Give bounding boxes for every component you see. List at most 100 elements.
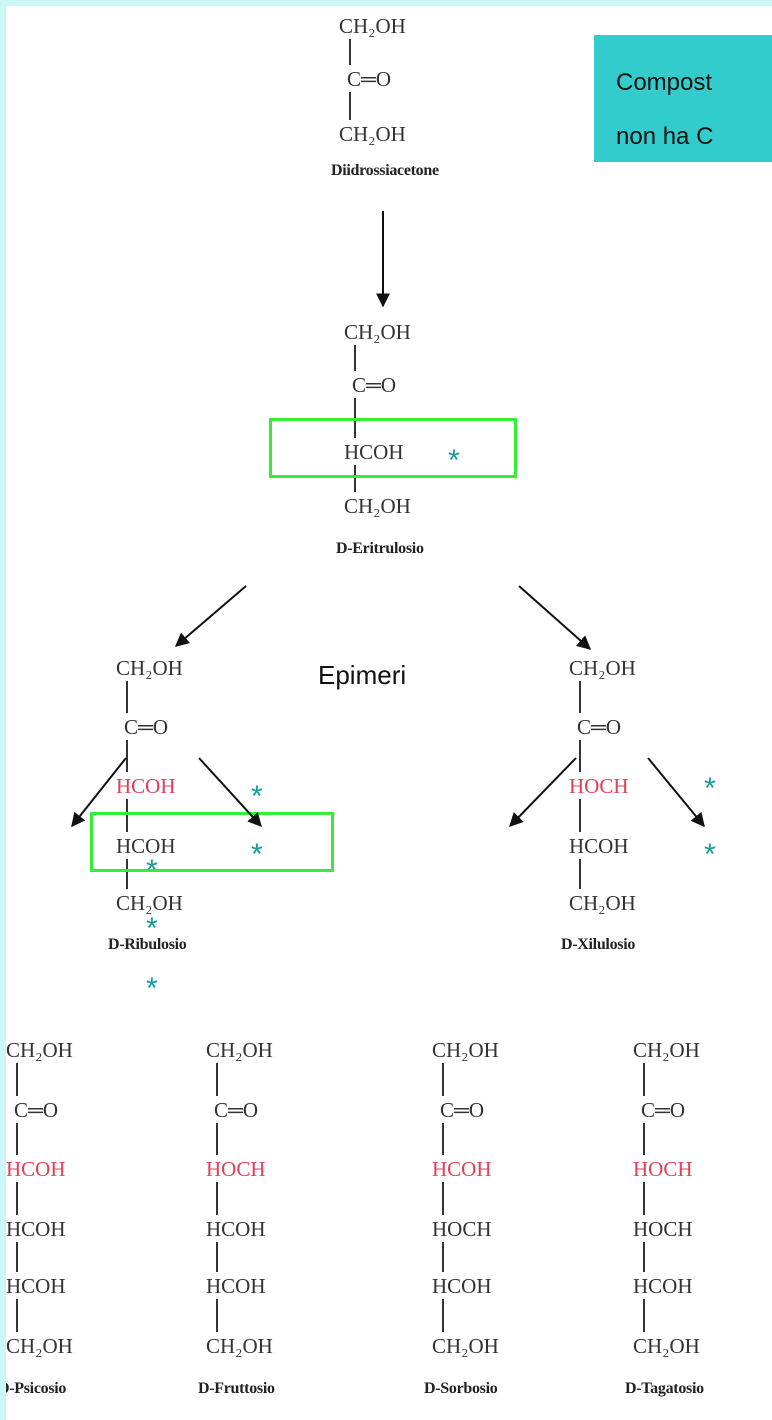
chiral-star-4: * xyxy=(704,838,716,871)
fruttosio-bond-0 xyxy=(216,1063,218,1096)
xilulosio-group-3: HCOH xyxy=(569,834,629,858)
psicosio-bond-2 xyxy=(16,1182,18,1215)
tagatosio-name-label: D-Tagatosio xyxy=(625,1380,704,1397)
chiral-star-0: * xyxy=(448,444,460,477)
ribulosio-group-2: HCOH xyxy=(116,774,176,798)
chiral-star-7: * xyxy=(146,972,158,1005)
tagatosio-group-2: HOCH xyxy=(633,1157,693,1181)
eritrulosio-name-label: D-Eritrulosio xyxy=(336,540,424,557)
diidrossiacetone-group-1: C═O xyxy=(347,67,392,91)
psicosio-group-4: HCOH xyxy=(6,1274,66,1298)
ribulosio-bond-2 xyxy=(126,799,128,832)
note-box: Compost non ha C xyxy=(594,35,772,162)
reaction-arrows xyxy=(71,211,705,828)
tagatosio-group-3: HOCH xyxy=(633,1217,693,1241)
ribulosio-group-1: C═O xyxy=(124,715,169,739)
chiral-star-6: * xyxy=(146,912,158,945)
fruttosio-group-0: CH₂OH xyxy=(206,1038,273,1062)
diidrossiacetone-name-label: Diidrossiacetone xyxy=(331,162,439,179)
sorbosio-name-label: D-Sorbosio xyxy=(424,1380,498,1397)
eritrulosio-group-1: C═O xyxy=(352,373,397,397)
sorbosio-bond-3 xyxy=(442,1242,444,1272)
chiral-star-2: * xyxy=(251,838,263,871)
arrow-3 xyxy=(71,757,127,828)
xilulosio-bond-1 xyxy=(579,740,581,772)
fruttosio-group-5: CH₂OH xyxy=(206,1334,273,1358)
psicosio-group-0: CH₂OH xyxy=(6,1038,73,1062)
fruttosio-bond-1 xyxy=(216,1123,218,1155)
note-line-2: non ha C xyxy=(616,123,714,150)
fruttosio-bond-2 xyxy=(216,1182,218,1215)
epimeri-label: Epimeri xyxy=(318,660,407,690)
fruttosio-bond-4 xyxy=(216,1299,218,1332)
tagatosio-bond-0 xyxy=(643,1063,645,1096)
xilulosio-name-label: D-Xilulosio xyxy=(561,936,636,953)
chiral-star-1: * xyxy=(251,780,263,813)
tagatosio-group-5: CH₂OH xyxy=(633,1334,700,1358)
ribulosio-group-3: HCOH xyxy=(116,834,176,858)
psicosio-bond-4 xyxy=(16,1299,18,1332)
tagatosio-bond-4 xyxy=(643,1299,645,1332)
eritrulosio-group-3: CH₂OH xyxy=(344,494,411,518)
chiral-star-3: * xyxy=(704,772,716,805)
diidrossiacetone-group-2: CH₂OH xyxy=(339,122,406,146)
tagatosio-bond-2 xyxy=(643,1182,645,1215)
fruttosio-group-1: C═O xyxy=(214,1098,259,1122)
sorbosio-bond-2 xyxy=(442,1182,444,1215)
ribulosio-name-label: D-Ribulosio xyxy=(108,936,187,953)
psicosio-bond-1 xyxy=(16,1123,18,1155)
sorbosio-group-1: C═O xyxy=(440,1098,485,1122)
fruttosio-bond-3 xyxy=(216,1242,218,1272)
sorbosio-group-5: CH₂OH xyxy=(432,1334,499,1358)
chiral-highlight-box-1 xyxy=(90,812,334,872)
fruttosio-group-2: HOCH xyxy=(206,1157,266,1181)
arrow-2 xyxy=(518,585,592,650)
diidrossiacetone-bond-0 xyxy=(349,39,351,65)
sorbosio-bond-4 xyxy=(442,1299,444,1332)
diidrossiacetone-bond-1 xyxy=(349,92,351,120)
xilulosio-bond-2 xyxy=(579,799,581,832)
fruttosio-name-label: D-Fruttosio xyxy=(198,1380,275,1397)
ribulosio-bond-3 xyxy=(126,859,128,889)
xilulosio-group-0: CH₂OH xyxy=(569,656,636,680)
xilulosio-bond-3 xyxy=(579,859,581,889)
arrow-4 xyxy=(198,757,262,828)
ribulosio-bond-0 xyxy=(126,681,128,713)
eritrulosio-bond-0 xyxy=(354,345,356,371)
psicosio-group-2: HCOH xyxy=(6,1157,66,1181)
arrow-6 xyxy=(647,757,705,828)
xilulosio-group-2: HOCH xyxy=(569,774,629,798)
chiral-highlight-box-0 xyxy=(269,418,517,478)
sorbosio-group-3: HOCH xyxy=(432,1217,492,1241)
psicosio-bond-3 xyxy=(16,1242,18,1272)
arrow-1 xyxy=(174,585,247,647)
sorbosio-bond-1 xyxy=(442,1123,444,1155)
sorbosio-group-2: HCOH xyxy=(432,1157,492,1181)
psicosio-group-3: HCOH xyxy=(6,1217,66,1241)
eritrulosio-group-2: HCOH xyxy=(344,440,404,464)
ribulosio-group-4: CH₂OH xyxy=(116,891,183,915)
fruttosio-group-4: HCOH xyxy=(206,1274,266,1298)
tagatosio-group-0: CH₂OH xyxy=(633,1038,700,1062)
note-line-1: Compost xyxy=(616,69,713,96)
sorbosio-bond-0 xyxy=(442,1063,444,1096)
xilulosio-bond-0 xyxy=(579,681,581,713)
tagatosio-bond-1 xyxy=(643,1123,645,1155)
fruttosio-group-3: HCOH xyxy=(206,1217,266,1241)
eritrulosio-group-0: CH₂OH xyxy=(344,320,411,344)
psicosio-group-5: CH₂OH xyxy=(6,1334,73,1358)
xilulosio-group-1: C═O xyxy=(577,715,622,739)
ribulosio-bond-1 xyxy=(126,740,128,772)
tagatosio-group-1: C═O xyxy=(641,1098,686,1122)
tagatosio-group-4: HCOH xyxy=(633,1274,693,1298)
arrow-5 xyxy=(509,757,577,828)
diidrossiacetone-group-0: CH₂OH xyxy=(339,14,406,38)
eritrulosio-bond-2 xyxy=(354,465,356,492)
psicosio-group-1: C═O xyxy=(14,1098,59,1122)
psicosio-name-label: D-Psicosio xyxy=(6,1380,67,1397)
sorbosio-group-0: CH₂OH xyxy=(432,1038,499,1062)
tagatosio-bond-3 xyxy=(643,1242,645,1272)
xilulosio-group-4: CH₂OH xyxy=(569,891,636,915)
psicosio-bond-0 xyxy=(16,1063,18,1096)
